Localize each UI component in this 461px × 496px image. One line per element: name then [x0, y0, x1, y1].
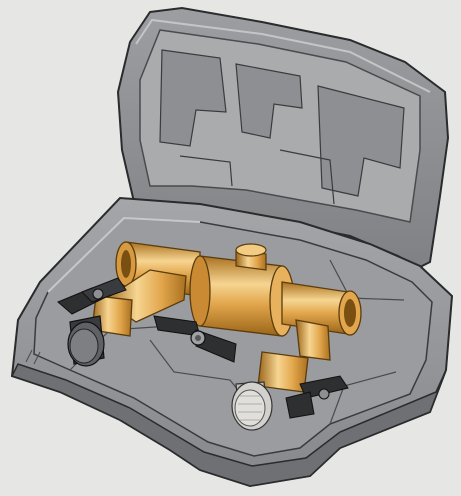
cap-right — [231, 381, 273, 431]
tray-mark — [25, 349, 41, 365]
lid-recess-center — [235, 63, 303, 139]
cap-face-right — [234, 389, 266, 427]
lid-edge-highlight — [135, 18, 431, 93]
cap-face-left — [69, 328, 99, 364]
lid-groove — [279, 149, 335, 205]
handle-right — [285, 375, 349, 419]
handle-left — [57, 277, 127, 315]
lid-recess-left — [159, 49, 227, 147]
handle-center — [153, 315, 237, 363]
elbow-right — [295, 319, 331, 361]
base-front-face — [10, 363, 447, 487]
brass-valve-assembly — [91, 241, 362, 393]
case-lid — [116, 6, 450, 270]
cap-left — [67, 315, 105, 367]
lid-recess-right — [317, 85, 405, 197]
lid-groove — [179, 155, 233, 187]
base-rim-highlight — [47, 216, 201, 293]
